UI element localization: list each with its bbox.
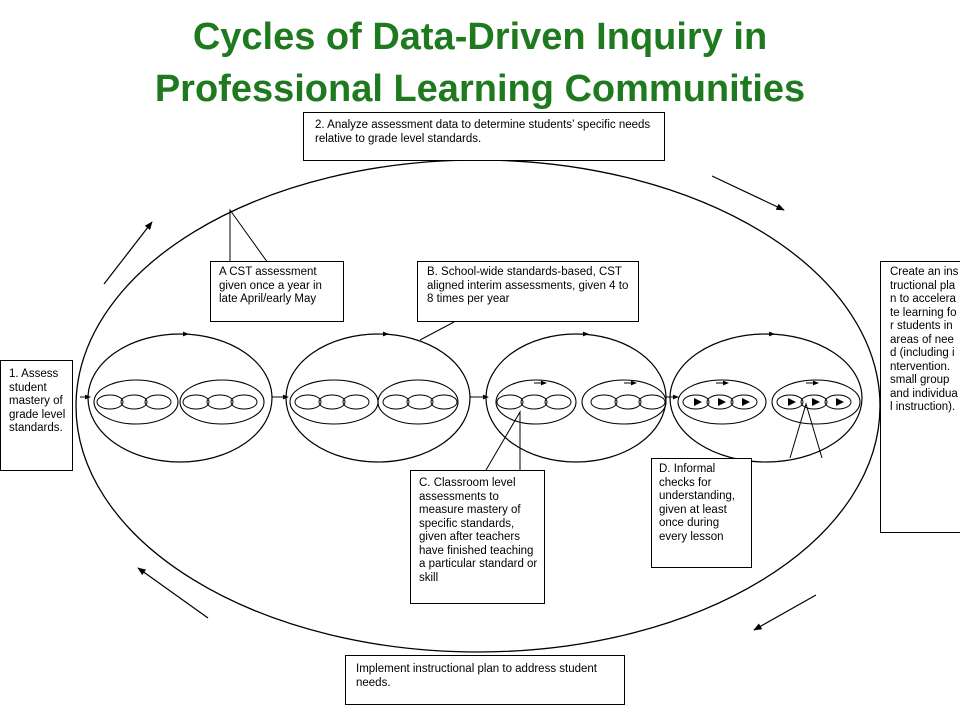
tiny-cycle [342, 394, 370, 410]
tiny-cycle [590, 394, 618, 410]
tiny-arrowhead [694, 398, 702, 406]
tiny-cycle [614, 394, 642, 410]
small-cycle-b1 [289, 379, 379, 425]
step-implement-box: Implement instructional plan to address … [345, 655, 625, 705]
tiny-cycle [496, 394, 524, 410]
small-cycle-a2 [179, 379, 265, 425]
tiny-arrowhead [788, 398, 796, 406]
callout-c-pointer [485, 410, 521, 471]
small-cycle-d1 [677, 379, 767, 425]
assessment-d-callout: D. Informal checks for understanding, gi… [651, 458, 752, 568]
cycle-ellipse-d [669, 333, 863, 463]
small-cycle-c1 [495, 379, 577, 425]
tiny-cycle [382, 394, 410, 410]
assessment-a-callout: A CST assessment given once a year in la… [210, 261, 344, 322]
cycle-arrow-up-left [103, 221, 153, 285]
step-assess-box: 1. Assess student mastery of grade level… [0, 360, 73, 471]
cycle-arrow-bottom-left [137, 567, 209, 619]
small-cycles [93, 379, 861, 425]
tiny-cycle [430, 394, 458, 410]
small-cycle-c2 [581, 379, 667, 425]
small-cycle-a1 [93, 379, 179, 425]
tiny-cycle [406, 394, 434, 410]
assessment-c-callout: C. Classroom level assessments to measur… [410, 470, 545, 604]
step-plan-box: Create an instructional plan to accelera… [880, 261, 960, 533]
cycle-ellipse-b [285, 333, 471, 463]
tiny-cycle [800, 394, 828, 410]
tiny-cycle [706, 394, 734, 410]
callout-b-pointer [419, 321, 455, 341]
tiny-cycle [182, 394, 210, 410]
tiny-cycle [318, 394, 346, 410]
tiny-cycle [776, 394, 804, 410]
tiny-cycle [120, 394, 148, 410]
tiny-cycle [824, 394, 852, 410]
small-cycle-d2 [771, 379, 861, 425]
tiny-cycle [230, 394, 258, 410]
step-analyze-box: 2. Analyze assessment data to determine … [303, 112, 665, 161]
tiny-arrowhead [742, 398, 750, 406]
tiny-cycle-arrows [694, 398, 844, 406]
tiny-arrowhead [812, 398, 820, 406]
callout-a-pointer [229, 208, 269, 264]
small-cycle-b2 [377, 379, 459, 425]
cycle-arrow-top-right [711, 175, 785, 211]
diagram-title-line-2: Professional Learning Communities [154, 68, 806, 110]
assessment-b-callout: B. School-wide standards-based, CST alig… [417, 261, 639, 322]
tiny-arrowhead [836, 398, 844, 406]
callout-d-pointer [789, 402, 823, 459]
tiny-cycle [96, 394, 124, 410]
tiny-cycle [730, 394, 758, 410]
tiny-cycle [544, 394, 572, 410]
tiny-cycle [294, 394, 322, 410]
tiny-arrowhead [718, 398, 726, 406]
tiny-cycle [144, 394, 172, 410]
tiny-cycle [682, 394, 710, 410]
cycle-ellipse-a [87, 333, 273, 463]
tiny-cycles [96, 394, 852, 410]
tiny-cycle [206, 394, 234, 410]
tiny-cycle [520, 394, 548, 410]
diagram-title-line-1: Cycles of Data-Driven Inquiry in [192, 16, 768, 58]
tiny-cycle [638, 394, 666, 410]
cycle-arrow-bottom-right [753, 594, 817, 631]
